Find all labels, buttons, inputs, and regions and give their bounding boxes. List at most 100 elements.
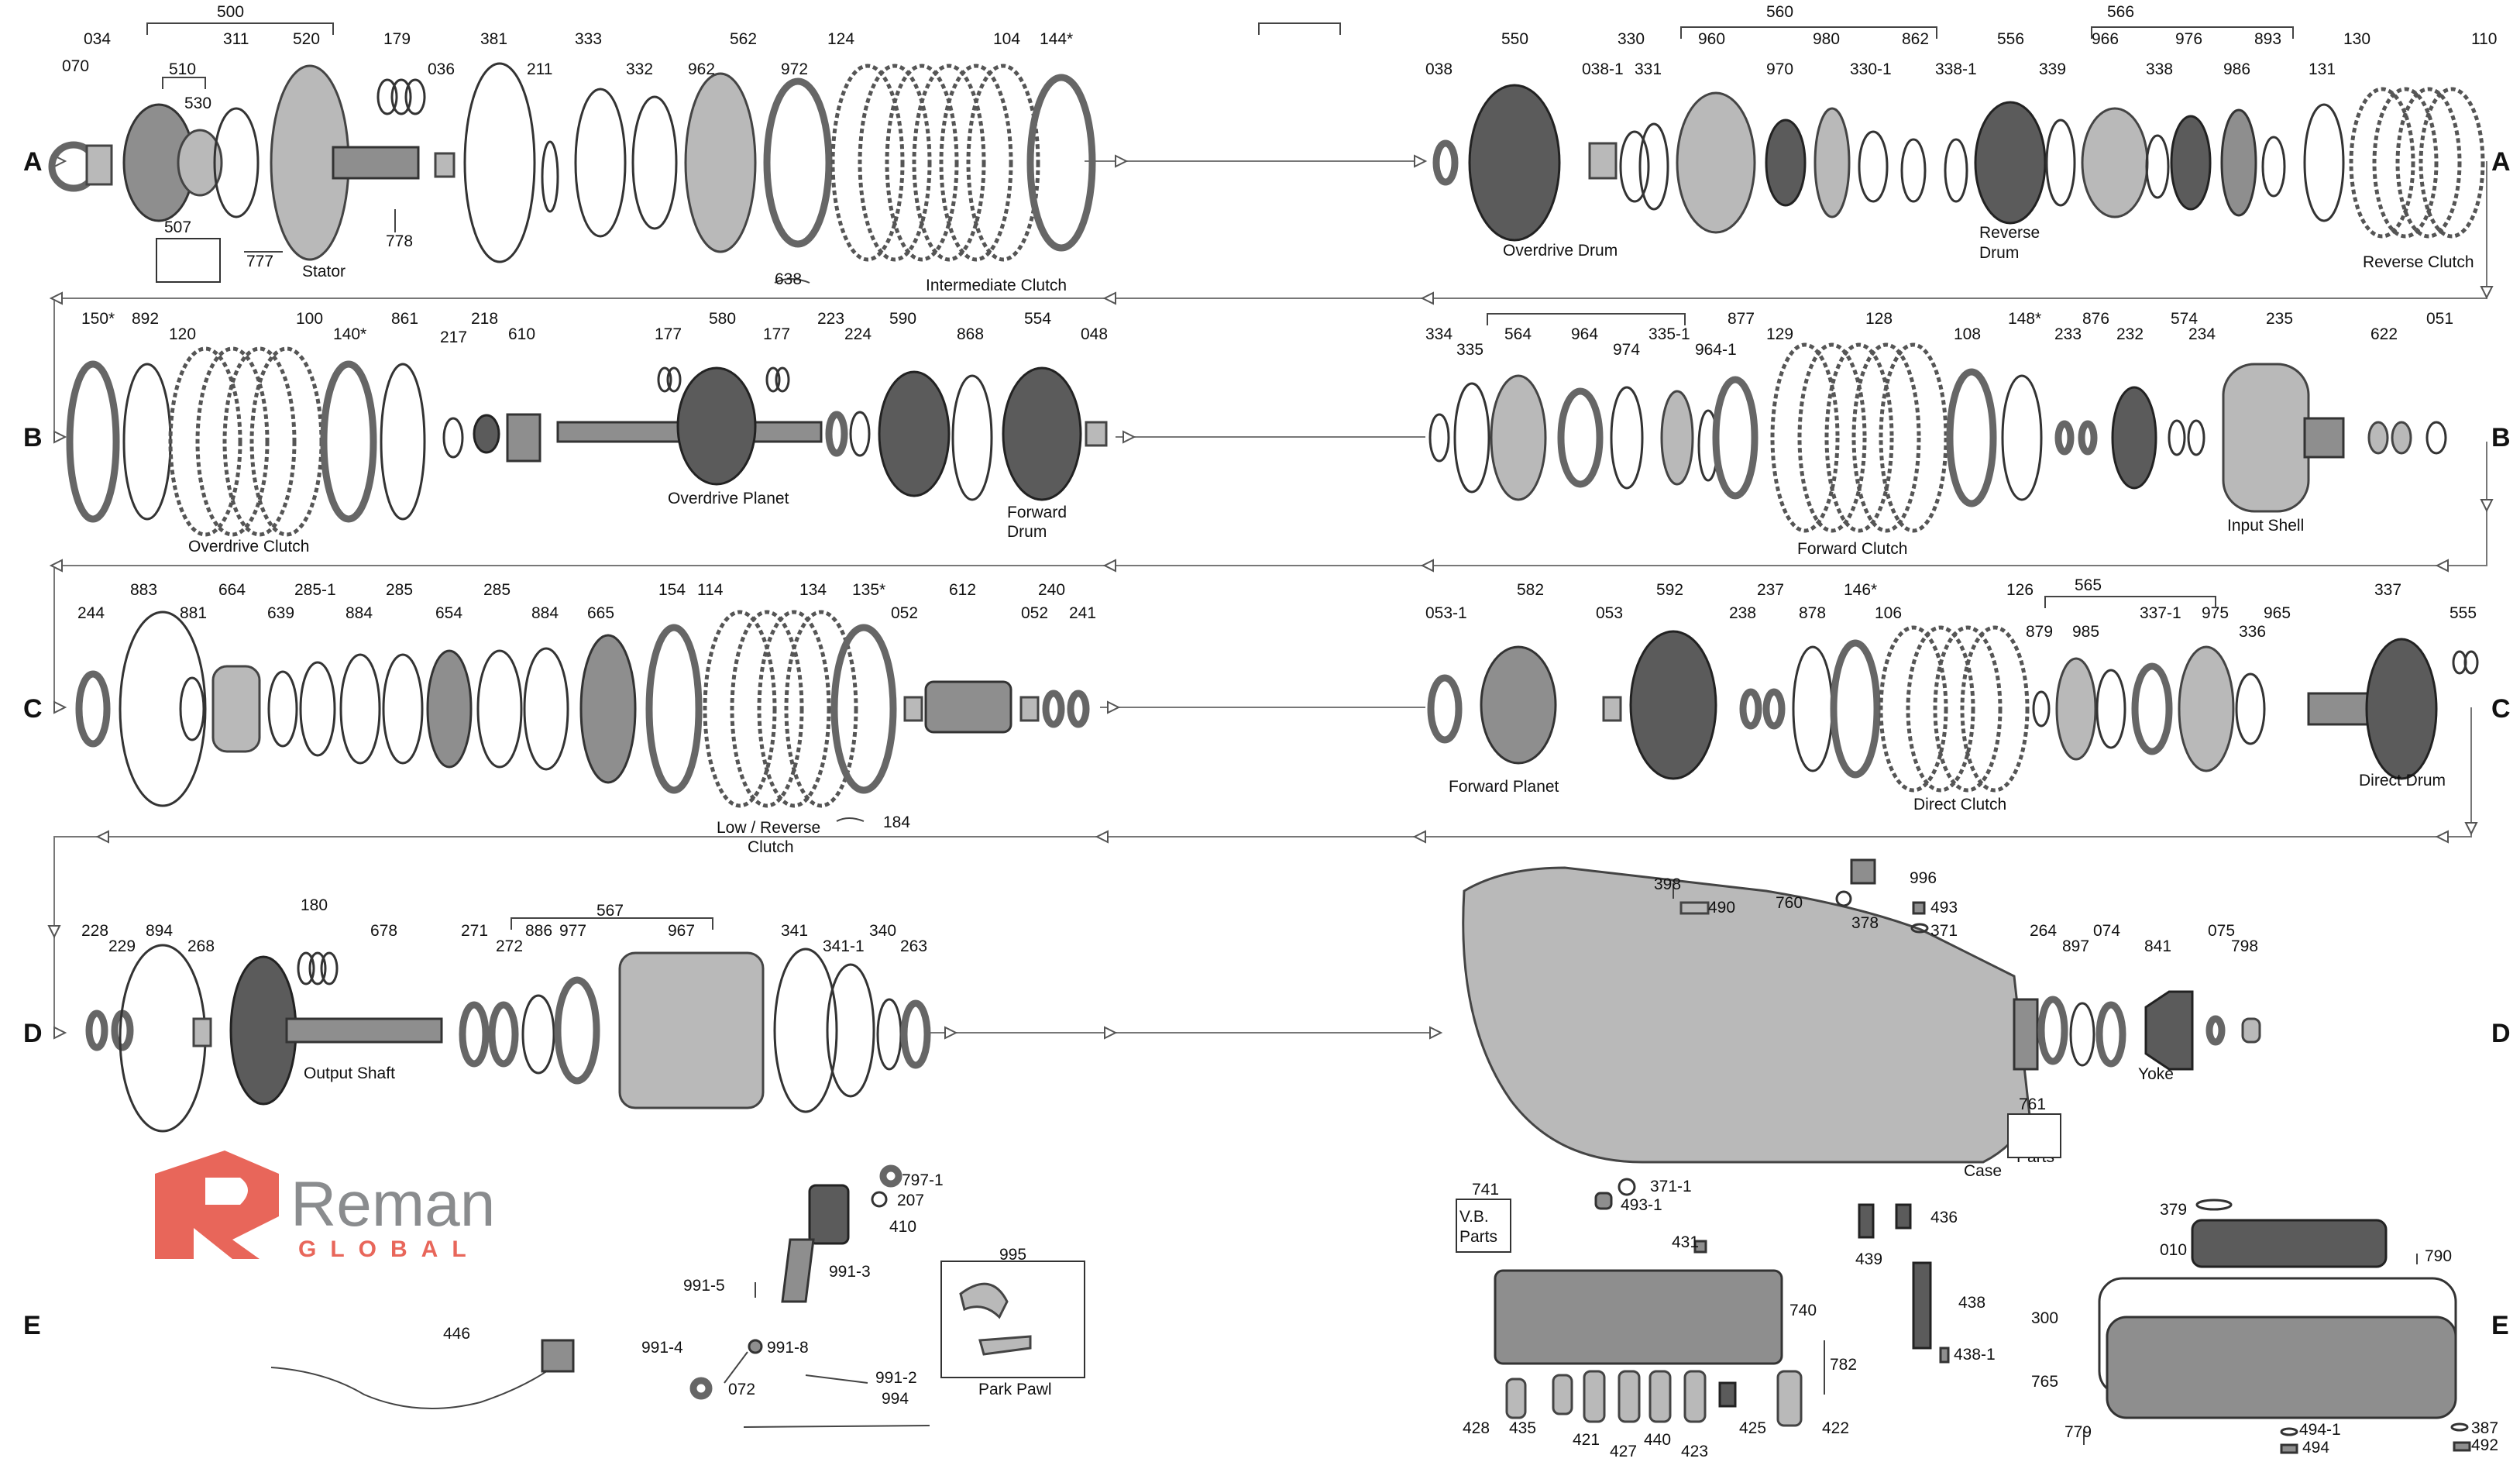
part-number-label: 493-1 (1621, 1196, 1662, 1214)
assembly-caption: Direct Drum (2359, 772, 2446, 789)
part-338 (2145, 134, 2170, 199)
part-number-label: 232 (2116, 325, 2144, 343)
part-554-forward-drum (1002, 366, 1082, 501)
part-234 (2168, 419, 2186, 456)
part-740-valve-body (1494, 1269, 1783, 1365)
part-881 (179, 676, 205, 741)
part-654 (426, 649, 473, 769)
part-number-label: 427 (1610, 1443, 1637, 1460)
part-678-output-shaft (285, 1017, 443, 1044)
part-883 (119, 611, 207, 807)
row-d-parts (85, 858, 2261, 1210)
part-135 (830, 624, 897, 794)
part-268 (192, 1017, 212, 1047)
part-975 (2131, 662, 2173, 755)
part-number-label: 562 (730, 30, 757, 48)
part-number-label: 980 (1813, 30, 1840, 48)
part-number-label: 665 (587, 604, 614, 622)
part-number-label: 333 (575, 30, 602, 48)
group-bracket (146, 22, 334, 35)
part-number-label: 991-2 (875, 1369, 917, 1387)
part-977 (554, 976, 600, 1085)
part-number-label: 052 (891, 604, 918, 622)
part-number-label: 560 (1766, 3, 1793, 21)
part-number-label: 238 (1729, 604, 1756, 622)
part-number-label: 991-8 (767, 1339, 809, 1357)
part-number-label: 965 (2264, 604, 2291, 622)
part-335-1 (1610, 386, 1644, 490)
part-760-case-rear (2013, 998, 2039, 1071)
part-number-label: 052 (1021, 604, 1048, 622)
part-number-label: 104 (993, 30, 1020, 48)
part-number-label: 555 (2450, 604, 2477, 622)
part-493 (1912, 901, 1926, 915)
part-995-rod (978, 1335, 1032, 1356)
part-number-label: 334 (1425, 325, 1453, 343)
part-339 (2045, 119, 2076, 207)
part-120-100-overdrive-clutch (168, 346, 324, 537)
part-number-label: 381 (480, 30, 507, 48)
part-336 (2235, 672, 2266, 745)
part-number-label: 335 (1456, 341, 1483, 359)
part-638-1 (836, 817, 865, 822)
part-number-label: 566 (2107, 3, 2134, 21)
part-number-label: 972 (781, 60, 808, 78)
row-b-parts (66, 342, 2447, 537)
part-622-shaft (2303, 417, 2345, 459)
row-letter-c-right: C (2491, 694, 2511, 724)
part-number-label: 240 (1038, 581, 1065, 599)
part-224 (849, 411, 871, 457)
part-number-label: 264 (2030, 922, 2057, 940)
part-798 (2241, 1017, 2261, 1044)
assembly-caption: Forward (1007, 504, 1067, 521)
part-965 (2178, 645, 2235, 772)
part-421 (1583, 1370, 1606, 1423)
group-bracket (162, 77, 206, 89)
part-number-label: 070 (62, 57, 89, 75)
part-number-label: 100 (296, 310, 323, 328)
part-271 (459, 1001, 490, 1068)
part-052 (903, 696, 923, 722)
part-612 (924, 680, 1012, 734)
part-number-label: 038-1 (1582, 60, 1624, 78)
part-431 (1693, 1240, 1707, 1254)
part-622-input-shell (2222, 363, 2310, 513)
part-075 (2205, 1015, 2226, 1046)
label-leader-lines (146, 22, 2294, 930)
part-number-label: 884 (346, 604, 373, 622)
part-962 (684, 72, 757, 253)
part-number-label: 886 (525, 922, 552, 940)
part-128-108-forward-clutch (1770, 342, 1948, 533)
part-893 (2261, 136, 2286, 198)
row-letter-e-right: E (2491, 1311, 2509, 1340)
part-number-label: 241 (1069, 604, 1096, 622)
part-number-label: 106 (1875, 604, 1902, 622)
part-235 (2187, 419, 2205, 456)
part-053-1 (1427, 674, 1463, 744)
part-964 (1490, 374, 1547, 501)
part-number-label: 440 (1644, 1431, 1671, 1449)
assembly-caption: Forward Clutch (1797, 540, 1907, 558)
part-410 (808, 1184, 850, 1245)
part-number-label: 108 (1954, 325, 1981, 343)
part-972 (763, 77, 833, 248)
part-number-label: 492 (2471, 1436, 2498, 1454)
part-964-1 (1660, 390, 1694, 486)
part-number-label: 798 (2231, 937, 2258, 955)
part-211 (541, 140, 559, 213)
part-number-label: 339 (2039, 60, 2066, 78)
row-e-parts (270, 1164, 2471, 1454)
part-582-forward-planet (1480, 645, 1557, 765)
part-number-label: 300 (2031, 1309, 2058, 1327)
part-number-label: 556 (1997, 30, 2024, 48)
part-number-label: 550 (1501, 30, 1528, 48)
part-number-label: 378 (1851, 914, 1879, 932)
part-868 (951, 374, 993, 501)
part-number-label: 387 (2471, 1419, 2498, 1437)
part-number-label: 129 (1766, 325, 1793, 343)
part-241 (1067, 690, 1090, 728)
vb-parts-box (1456, 1199, 1511, 1253)
part-number-label: 590 (889, 310, 916, 328)
part-number-label: 371-1 (1650, 1178, 1692, 1195)
